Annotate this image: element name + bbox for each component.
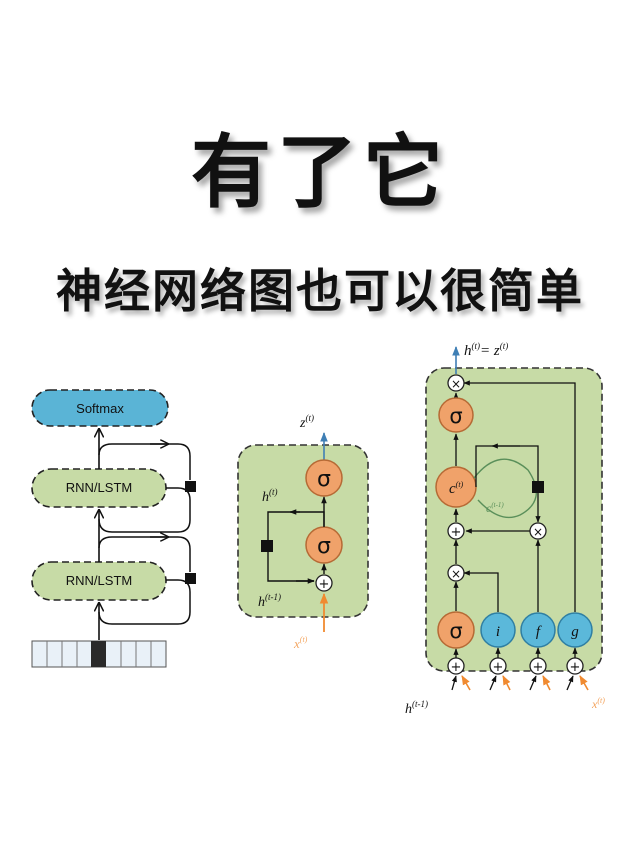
sigma-node-g [437, 611, 475, 649]
sigma-g-label: σ [449, 619, 462, 643]
plus-label-bottom-1: + [451, 660, 462, 675]
lstm-inputs [451, 675, 589, 691]
output-label: z(t) [299, 413, 314, 431]
gate-f-node [520, 612, 556, 648]
plus-node-cell [447, 522, 465, 540]
times-label-input: × [451, 567, 461, 581]
hprev-arrow-3 [529, 675, 537, 691]
loop-bottom-upper [98, 536, 191, 572]
x-arrow-1 [461, 675, 471, 691]
lstm-panel [425, 367, 603, 672]
delay-block-top [185, 481, 196, 492]
middle-delay-block [261, 540, 273, 552]
plus-node [315, 574, 333, 592]
sigma-output-label: σ [449, 404, 462, 428]
x-arrow-3 [542, 675, 551, 691]
lstm-output-label: h(t)= z(t) [464, 341, 508, 359]
softmax-label: Softmax [76, 401, 124, 416]
plus-label-bottom-2: + [493, 660, 504, 675]
input-sequence [31, 640, 167, 668]
subtitle: 神经网络图也可以很简单 [56, 264, 584, 318]
input-label: x(t) [293, 635, 308, 651]
cell-label: c(t) [449, 480, 464, 497]
gate-g-label: g [571, 624, 579, 640]
delay-block-bottom [185, 573, 196, 584]
input-gate-line [463, 570, 499, 612]
rnn-label-bottom: RNN/LSTM [66, 573, 132, 588]
plus-label-cell: + [451, 525, 462, 540]
output-gate-line [463, 380, 576, 612]
times-label-output: × [451, 377, 461, 391]
middle-diagram: z(t) σ σ + h(t) h(t-1) x(t) [237, 413, 369, 651]
bottom-plus-nodes: + + + + [447, 647, 584, 675]
plus-label: + [319, 577, 330, 592]
main-title: 有了它 [191, 126, 449, 219]
gate-i-label: i [496, 624, 500, 640]
cell-recurrence-loop [473, 458, 537, 519]
middle-recurrent-loop [267, 511, 325, 582]
rnn-label-top: RNN/LSTM [66, 480, 132, 495]
left-diagram: Softmax RNN/LSTM RNN/LSTM [31, 389, 196, 668]
prev-state-label: h(t-1) [258, 592, 281, 610]
x-arrow-4 [579, 675, 589, 691]
hprev-arrow-2 [489, 675, 497, 691]
sigma-node-output [438, 397, 474, 433]
sigma-node-top [305, 459, 343, 497]
hprev-arrow-1 [451, 675, 457, 691]
loop-top-upper [98, 443, 191, 480]
gate-f-label: f [536, 624, 542, 640]
plus-label-bottom-4: + [570, 660, 581, 675]
lstm-input-label: x(t) [591, 696, 605, 711]
hprev-arrow-4 [566, 675, 574, 691]
middle-panel [237, 444, 369, 618]
lstm-delay-block [532, 481, 544, 493]
sigma-bottom-label: σ [317, 534, 331, 559]
lstm-prev-state-label: h(t-1) [405, 699, 428, 717]
right-diagram: h(t)= z(t) × σ c(t) c(t-1) + × × [405, 341, 605, 717]
gate-i-node [480, 612, 516, 648]
state-label: h(t) [262, 487, 278, 505]
cell-prev-label: c(t-1) [486, 501, 504, 515]
gate-g-node [557, 612, 593, 648]
softmax-box [31, 389, 169, 427]
plus-label-bottom-3: + [533, 660, 544, 675]
times-label-forget: × [533, 525, 543, 539]
x-arrow-2 [502, 675, 511, 691]
sigma-top-label: σ [317, 467, 331, 492]
